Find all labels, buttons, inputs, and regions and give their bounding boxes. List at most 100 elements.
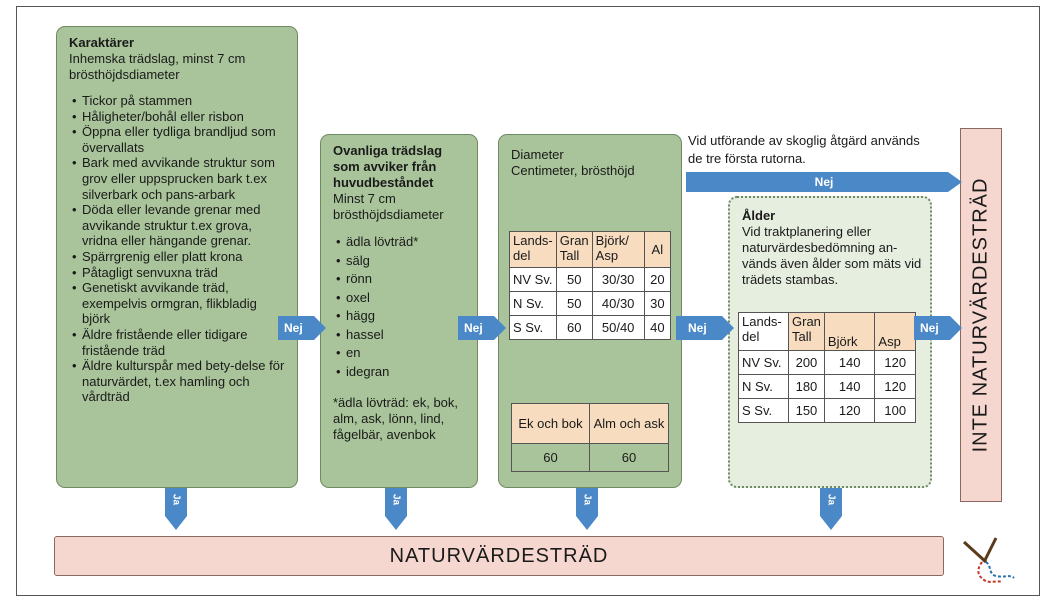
ja-arrow-4: Ja: [818, 488, 844, 530]
ja-arrow-1: Ja: [163, 488, 189, 530]
oak-elm-table: Ek och bok Alm och ask 60 60: [511, 403, 669, 472]
characteristics-subtitle-2: brösthöjdsdiameter: [69, 67, 180, 82]
list-item: hägg: [333, 307, 469, 326]
table-cell: 40: [643, 315, 672, 340]
list-item: en: [333, 344, 469, 363]
table-header: Lands-del: [738, 312, 789, 351]
table-cell: 100: [874, 398, 916, 423]
table-cell: 60: [589, 443, 669, 472]
characteristics-list: Tickor på stammen Håligheter/bohål eller…: [69, 93, 287, 405]
table-cell: NV Sv.: [738, 350, 789, 375]
nature-value-tree-bar: NATURVÄRDESTRÄD: [54, 536, 944, 576]
noble-hardwoods-note: *ädla lövträd: ek, bok, alm, ask, lönn, …: [333, 395, 459, 442]
table-cell: 120: [874, 374, 916, 399]
table-header: Gran Tall: [788, 312, 825, 351]
table-cell: 140: [823, 350, 876, 375]
nej-label: Nej: [464, 321, 483, 335]
table-cell: S Sv.: [509, 315, 557, 340]
diagram-frame: [16, 6, 1040, 596]
diameter-table: Lands-del Gran Tall Björk/ Asp Al NV Sv.…: [509, 231, 672, 340]
list-item: Bark med avvikande struktur som grov ell…: [69, 155, 287, 202]
nature-value-tree-label: NATURVÄRDESTRÄD: [389, 544, 609, 567]
nej-label: Nej: [284, 321, 303, 335]
characteristics-box: Karaktärer Inhemska trädslag, minst 7 cm…: [56, 26, 298, 488]
age-text: Vid traktplanering eller naturvärdesbedö…: [742, 224, 922, 287]
table-cell: N Sv.: [509, 291, 557, 316]
note-top: Vid utförande av skoglig åtgärd används …: [688, 133, 920, 166]
list-item: rönn: [333, 270, 469, 289]
nej-label: Nej: [920, 321, 939, 335]
ja-label: Ja: [825, 493, 837, 506]
arrow-right-icon: [676, 316, 734, 340]
rare-species-list: ädla lövträd* sälg rönn oxel hägg hassel…: [333, 233, 469, 381]
list-item: hassel: [333, 326, 469, 345]
characteristics-subtitle-1: Inhemska trädslag, minst 7 cm: [69, 51, 246, 66]
table-row: S Sv. 60 50/40 40: [509, 315, 672, 340]
table-row: N Sv. 180 140 120: [738, 374, 916, 399]
arrow-down-icon: [385, 488, 407, 530]
list-item: Döda eller levande grenar med avvikande …: [69, 202, 287, 249]
list-item: Spärrgrenig eller platt krona: [69, 249, 287, 265]
rare-species-box: Ovanliga trädslag som avviker från huvud…: [320, 134, 478, 488]
ja-label: Ja: [390, 493, 402, 506]
list-item: Äldre kulturspår med bety-delse för natu…: [69, 358, 287, 405]
table-header: Björk: [823, 312, 876, 351]
table-header: Gran Tall: [555, 231, 593, 268]
list-item: Genetiskt avvikande träd, exempelvis orm…: [69, 280, 287, 327]
table-row: N Sv. 50 40/30 30: [509, 291, 672, 316]
age-table: Lands-del Gran Tall Björk Asp NV Sv. 200…: [738, 312, 916, 423]
table-cell: S Sv.: [738, 398, 789, 423]
table-row: S Sv. 150 120 100: [738, 398, 916, 423]
table-header: Björk/ Asp: [591, 231, 645, 268]
arrow-down-icon: [165, 488, 187, 530]
table-row: 60 60: [511, 443, 669, 472]
age-title: Ålder: [742, 208, 776, 223]
ja-label: Ja: [170, 493, 182, 506]
table-cell: N Sv.: [738, 374, 789, 399]
ja-arrow-2: Ja: [383, 488, 409, 530]
list-item: sälg: [333, 252, 469, 271]
list-item: oxel: [333, 289, 469, 308]
table-cell: 200: [788, 350, 825, 375]
table-cell: NV Sv.: [509, 267, 557, 292]
table-cell: 60: [555, 315, 593, 340]
not-nature-value-tree-bar: INTE NATURVÄRDESTRÄD: [960, 128, 1002, 502]
nej-arrow-4: Nej: [914, 314, 962, 342]
table-cell: 30/30: [591, 267, 645, 292]
list-item: ädla lövträd*: [333, 233, 469, 252]
table-header: Asp: [874, 312, 916, 351]
list-item: Håligheter/bohål eller risbon: [69, 109, 287, 125]
ja-arrow-3: Ja: [574, 488, 600, 530]
list-item: Äldre fristående eller tidigare friståen…: [69, 327, 287, 358]
diameter-title: Diameter: [511, 147, 564, 162]
table-cell: 60: [511, 443, 590, 472]
arrow-right-icon: [686, 172, 962, 192]
nej-arrow-3: Nej: [676, 314, 734, 342]
ja-label: Ja: [581, 493, 593, 506]
list-item: idegran: [333, 363, 469, 382]
arrow-down-icon: [576, 488, 598, 530]
table-cell: 180: [788, 374, 825, 399]
table-cell: 50/40: [591, 315, 645, 340]
table-row: NV Sv. 50 30/30 20: [509, 267, 672, 292]
table-cell: 150: [788, 398, 825, 423]
nej-arrow-1: Nej: [278, 314, 326, 342]
table-cell: 120: [823, 398, 876, 423]
table-cell: 40/30: [591, 291, 645, 316]
table-header: Al: [643, 231, 672, 268]
nej-arrow-long: Nej: [686, 170, 962, 194]
diameter-box: Diameter Centimeter, brösthöjd Lands-del…: [498, 134, 682, 488]
list-item: Öppna eller tydliga brandljud som överva…: [69, 124, 287, 155]
table-cell: 140: [823, 374, 876, 399]
table-cell: 20: [643, 267, 672, 292]
nej-arrow-2: Nej: [458, 314, 506, 342]
arrow-right-icon: [278, 316, 326, 340]
table-cell: 120: [874, 350, 916, 375]
age-box: Ålder Vid traktplanering eller naturvärd…: [728, 196, 932, 488]
table-cell: 50: [555, 267, 593, 292]
rare-species-title: Ovanliga trädslag som avviker från huvud…: [333, 143, 443, 190]
diameter-subtitle: Centimeter, brösthöjd: [511, 163, 635, 178]
scissors-logo-icon: [962, 537, 1015, 583]
table-cell: 50: [555, 291, 593, 316]
table-header: Alm och ask: [589, 403, 669, 444]
